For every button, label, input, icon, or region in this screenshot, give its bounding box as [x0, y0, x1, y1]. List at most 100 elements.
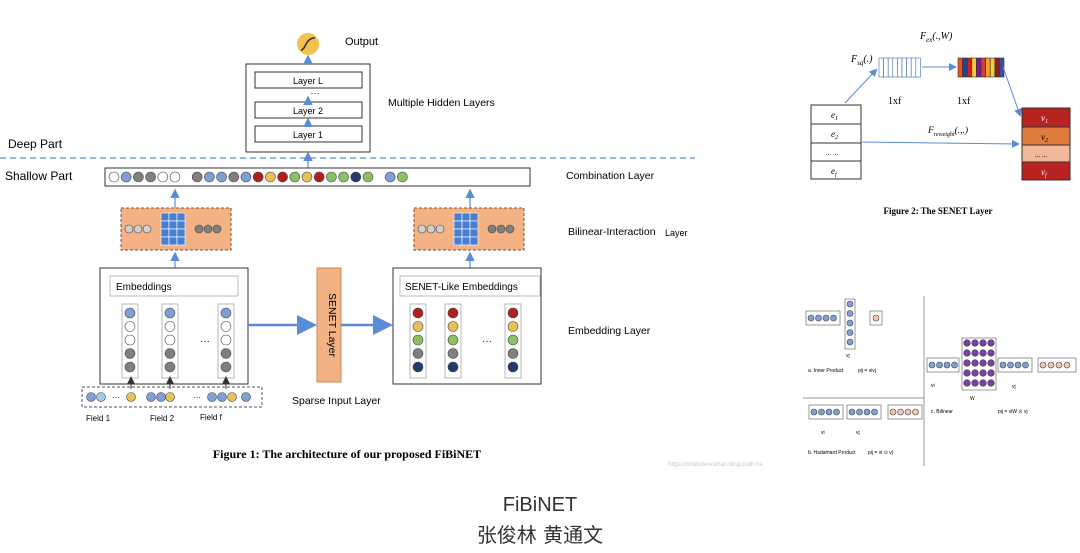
bilinear-left-node: [435, 224, 445, 234]
inner-vi-node: [815, 314, 822, 322]
figure-2: Fsq(.) Fex(.,W) 1xf 1xf e1 e2 ... ... ef…: [810, 31, 1071, 216]
sparse-node: [146, 392, 156, 402]
embedding-node: [164, 348, 176, 359]
senet-layer-label: SENET Layer: [326, 293, 338, 358]
fsq-label: Fsq(.): [850, 54, 873, 67]
vf-cell: [1021, 161, 1071, 181]
excitation-cell: [989, 57, 996, 78]
inner-vj-node: [846, 329, 854, 336]
bilinear-grid-cell: [453, 220, 463, 230]
embedding-node: [124, 361, 136, 373]
bilinear-grid-cell: [176, 236, 186, 246]
one-by-f-1: 1xf: [888, 96, 902, 107]
had-vi-node: [810, 408, 818, 416]
bilinear-grid-cell: [461, 228, 471, 238]
inner-vj-node: [846, 319, 854, 327]
senet-like-dots: ···: [482, 336, 492, 347]
senet-like-title-box: [399, 275, 541, 297]
combination-node: [133, 171, 144, 183]
embedding-node: [447, 361, 459, 373]
sparse-input-nodes: [86, 392, 251, 402]
excitation-cell: [980, 57, 986, 78]
bilinear-w-node: [963, 349, 971, 357]
bilinear-formula: pij = viW ⊙ vj: [998, 409, 1028, 415]
figure-3: vj a. Inner Product pij = vivj vi W vj c…: [668, 296, 1077, 468]
one-by-f-2: 1xf: [957, 96, 971, 107]
footer-authors: 张俊林 黄通文: [476, 523, 604, 547]
figure-1: Output Layer L ··· Layer 2 Layer 1 Multi…: [0, 33, 695, 461]
bilinear-left-node: [142, 224, 152, 234]
had-result-node: [897, 408, 904, 416]
bilinear-grid-cell: [160, 236, 170, 246]
bilinear-w-node: [979, 359, 987, 367]
v1-label: v1: [1041, 113, 1048, 125]
e2-label: e2: [831, 129, 838, 141]
sparse-input-label: Sparse Input Layer: [292, 395, 381, 407]
combination-node: [204, 171, 215, 183]
bilinear-vi-node: [943, 361, 951, 369]
squeeze-cell: [910, 57, 917, 78]
bilinear-right-node: [505, 224, 515, 234]
sparse-node: [156, 392, 166, 402]
combination-node: [265, 171, 276, 183]
bilinear-right-node: [496, 224, 506, 234]
bilinear-grid-cell: [453, 212, 463, 222]
embedding-node: [220, 334, 232, 346]
shallow-part-label: Shallow Part: [5, 169, 73, 183]
squeeze-vector: [878, 57, 921, 78]
sparse-node: [217, 392, 227, 402]
bilinear-w-node: [979, 369, 987, 377]
bilinear-w-node: [971, 359, 979, 367]
embedding-node: [412, 334, 424, 346]
inner-vj-node: [846, 300, 854, 308]
bilinear-grid-cell: [461, 220, 471, 230]
bilinear-w-node: [987, 349, 995, 357]
bilinear-grid-cell: [176, 228, 186, 238]
combination-node: [350, 171, 362, 183]
excitation-cell: [994, 57, 1000, 78]
bilinear-vi-node: [928, 361, 936, 369]
bilinear-result-node: [1047, 361, 1055, 369]
inner-result-node: [872, 314, 880, 322]
squeeze-cell: [883, 57, 889, 78]
bilinear-w-node: [971, 379, 979, 387]
embedding-node: [124, 334, 136, 346]
bilinear-vj-label: vj: [1012, 384, 1016, 390]
field-2-label: Field 2: [150, 414, 175, 423]
sparse-dots-1: ···: [112, 393, 120, 402]
excitation-cell: [976, 57, 982, 78]
combination-node: [216, 171, 227, 183]
hadamard-label: b. Hadamard Product: [808, 450, 856, 456]
embedding-node: [124, 307, 136, 319]
excitation-vector: [957, 57, 1005, 78]
bilinear-vj-node: [1007, 361, 1014, 369]
v-dots-label: ... ...: [1035, 151, 1048, 159]
had-vi-label: vi: [821, 430, 825, 436]
bilinear-w-node: [987, 339, 995, 347]
bilinear-grid-cell: [469, 212, 479, 222]
sparse-node: [86, 392, 96, 402]
bilinear-grid-cell: [160, 228, 170, 238]
bilinear-label: c. Bilinear: [931, 409, 953, 415]
had-vj-node: [848, 408, 856, 416]
inner-formula: pij = vivj: [858, 368, 876, 374]
combination-node: [240, 171, 252, 183]
bilinear-w-label: W: [970, 396, 975, 402]
bilinear-layer-label-a: Bilinear-Interaction: [568, 226, 656, 238]
embedding-node: [164, 334, 176, 346]
embeddings-title-box: [109, 275, 239, 297]
input-embedding-matrix: [810, 104, 862, 180]
deep-part-label: Deep Part: [8, 137, 63, 151]
bilinear-w-node: [987, 359, 995, 367]
bilinear-left-node: [133, 224, 143, 234]
combination-node: [397, 171, 408, 183]
bilinear-vi-frame: [926, 357, 960, 373]
layer-l-box: [254, 71, 363, 89]
bilinear-result-node: [1063, 361, 1071, 369]
squeeze-cell: [901, 57, 907, 78]
combination-node: [169, 171, 181, 183]
excitation-cell: [985, 57, 991, 78]
combination-node: [120, 171, 132, 183]
had-vj-label: vj: [856, 430, 860, 436]
combination-node: [228, 171, 240, 183]
